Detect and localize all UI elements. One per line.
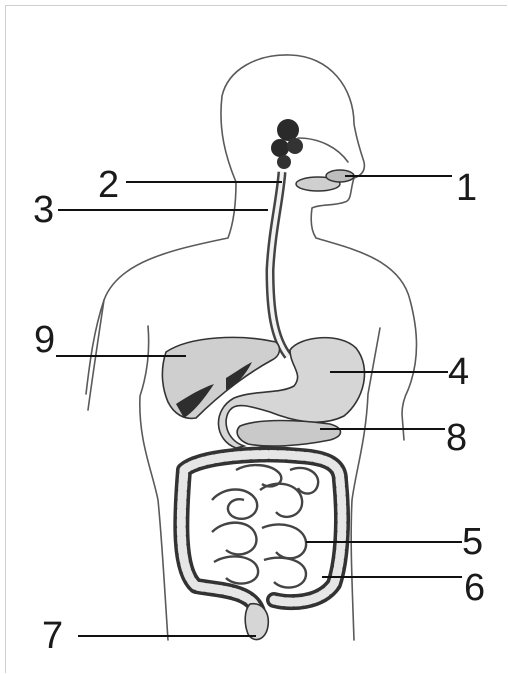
label-9: 9	[34, 319, 55, 361]
label-4: 4	[448, 351, 469, 393]
appendix	[245, 604, 268, 640]
label-1: 1	[456, 167, 477, 209]
label-7: 7	[42, 615, 63, 657]
body-outline	[86, 55, 417, 440]
label-6: 6	[464, 567, 485, 609]
label-8: 8	[446, 417, 467, 459]
small-intestine	[212, 465, 318, 587]
pancreas	[237, 421, 340, 447]
label-2: 2	[98, 164, 119, 206]
label-5: 5	[462, 521, 483, 563]
label-3: 3	[33, 189, 54, 231]
